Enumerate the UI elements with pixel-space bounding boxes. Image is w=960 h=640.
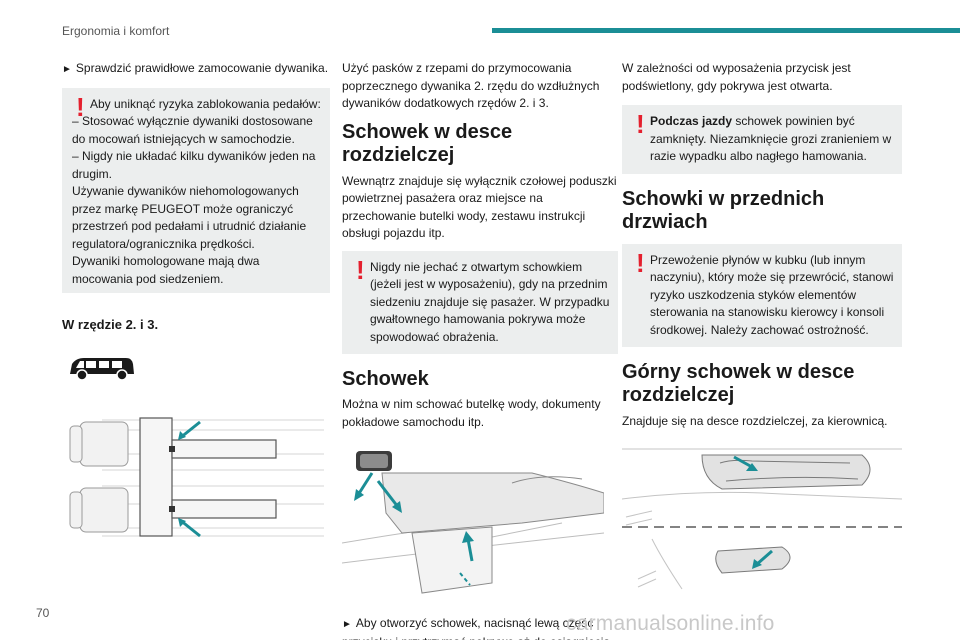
warning-text: Przewożenie płynów w kubku (lub innym na… bbox=[650, 252, 894, 337]
warning-line-1: – Stosować wyłącznie dywaniki dostosowan… bbox=[72, 114, 313, 146]
dashboard-storage-text: Wewnątrz znajduje się wyłącznik czołowej… bbox=[342, 173, 617, 241]
button-lighting-text: W zależności od wyposażenia przycisk jes… bbox=[622, 61, 851, 93]
column-3: W zależności od wyposażenia przycisk jes… bbox=[622, 56, 902, 595]
upper-storage-illustration bbox=[622, 438, 902, 595]
heading-upper-dashboard-storage: Górny schowek w desce rozdzielczej bbox=[622, 361, 855, 406]
heading-glovebox: Schowek bbox=[342, 368, 429, 390]
warning-lead: Aby uniknąć ryzyka zablokowania pedałów: bbox=[90, 96, 321, 111]
warning-text: schowek powinien być zamknięty. Niezamkn… bbox=[650, 114, 892, 163]
upper-storage-text: Znajduje się na desce rozdzielczej, za k… bbox=[622, 414, 888, 428]
column-1: ►Sprawdzić prawidłowe zamocowanie dywani… bbox=[62, 56, 330, 542]
velcro-strap-instructions: Użyć pasków z rzepami do przymocowania p… bbox=[342, 61, 600, 110]
floor-mats-illustration bbox=[62, 413, 330, 542]
header-accent-bar bbox=[492, 28, 960, 33]
page-number: 70 bbox=[36, 606, 50, 620]
exclamation-icon: ! bbox=[356, 254, 365, 285]
warning-line-4: Dywaniki homologowane mają dwa mocowania… bbox=[72, 254, 260, 286]
warning-line-3: Używanie dywaników niehomologowanych prz… bbox=[72, 184, 307, 251]
watermark: carmanualsonline.info bbox=[566, 612, 775, 635]
warning-box-open-glovebox: ! Nigdy nie jechać z otwartym schowkiem … bbox=[342, 250, 618, 354]
heading-dashboard-storage: Schowek w desce rozdzielczej bbox=[342, 120, 513, 166]
triangle-right-icon: ► bbox=[62, 64, 72, 75]
warning-box-liquids: ! Przewożenie płynów w kubku (lub innym … bbox=[622, 243, 902, 347]
column-2: Użyć pasków z rzepami do przymocowania p… bbox=[342, 56, 618, 640]
warning-bold-lead: Podczas jazdy bbox=[650, 114, 733, 128]
exclamation-icon: ! bbox=[636, 109, 645, 139]
warning-box-pedals: ! Aby uniknąć ryzyka zablokowania pedałó… bbox=[62, 87, 330, 293]
exclamation-icon: ! bbox=[76, 91, 85, 122]
step-check-mat: ►Sprawdzić prawidłowe zamocowanie dywani… bbox=[62, 61, 329, 75]
step-open-glovebox: ►Aby otworzyć schowek, nacisnąć lewą czę… bbox=[342, 616, 610, 640]
page-header-title: Ergonomia i komfort bbox=[62, 24, 170, 38]
subheading-row-2-3: W rzędzie 2. i 3. bbox=[62, 316, 159, 332]
warning-text: Nigdy nie jechać z otwartym schowkiem (j… bbox=[370, 259, 610, 344]
warning-line-2: – Nigdy nie układać kilku dywaników jede… bbox=[72, 149, 316, 181]
van-icon bbox=[62, 351, 142, 382]
triangle-right-icon: ► bbox=[342, 619, 352, 630]
exclamation-icon: ! bbox=[636, 247, 645, 278]
warning-box-driving: ! Podczas jazdy schowek powinien być zam… bbox=[622, 105, 902, 174]
heading-door-storage: Schowki w przednich drzwiach bbox=[622, 187, 825, 233]
glovebox-illustration bbox=[342, 443, 604, 603]
glovebox-text: Można w nim schować butelkę wody, dokume… bbox=[342, 397, 601, 429]
